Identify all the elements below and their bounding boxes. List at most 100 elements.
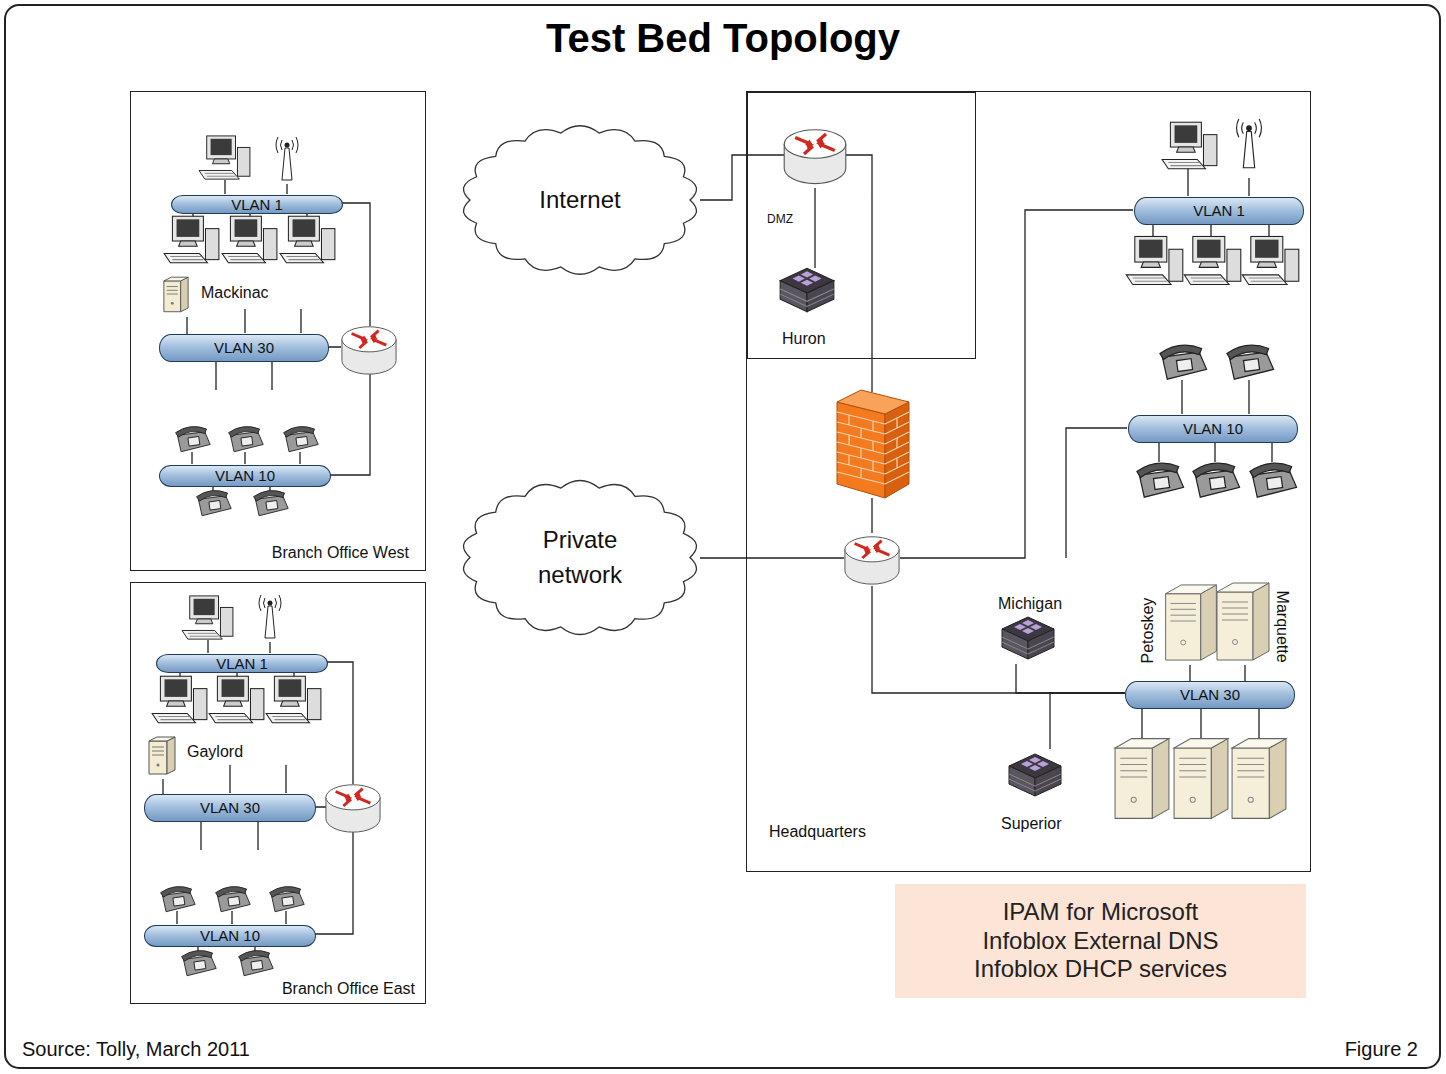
vlan-band: VLAN 10 <box>1128 415 1298 443</box>
phone-icon <box>239 951 274 976</box>
vlan-band-text: VLAN 1 <box>1193 202 1245 220</box>
network-link <box>1016 664 1125 693</box>
site-box: Huron DMZ VLAN 1 VLAN 10 Michigan Petoskey Mar… <box>746 91 1311 872</box>
appliance-icon <box>1009 754 1061 796</box>
phone-icon <box>161 887 196 912</box>
server-label-text: Gaylord <box>187 742 243 761</box>
router-icon <box>845 537 899 584</box>
server-icon <box>149 277 1286 818</box>
info-box-text: Infoblox DHCP services <box>974 955 1227 984</box>
phone-icon <box>1250 463 1297 497</box>
info-box-text: Infoblox External DNS <box>982 927 1218 956</box>
vlan-band: VLAN 1 <box>171 195 343 214</box>
dmz-zone: Huron DMZ <box>747 92 976 359</box>
pc-icon <box>222 216 277 263</box>
network-cloud: Private network <box>458 475 702 640</box>
vlan-band-text: VLAN 1 <box>216 655 268 673</box>
network-wire <box>177 155 1272 952</box>
pc-icon <box>1126 236 1183 284</box>
appliance-icon <box>780 268 834 311</box>
pc-icon <box>152 676 207 723</box>
router-icon <box>342 327 396 374</box>
server-icon <box>1166 585 1217 660</box>
phone-icon <box>1193 463 1240 497</box>
server-label: Marquette <box>1223 581 1299 665</box>
office-box-text: Branch Office West <box>272 543 409 562</box>
site-box-text: Headquarters <box>769 822 866 841</box>
vlan-band-text: VLAN 10 <box>215 467 275 485</box>
vlan-band-text: VLAN 10 <box>200 927 260 945</box>
server-label: Mackinac <box>161 273 286 317</box>
phone-icon <box>182 951 217 976</box>
appliance-label-text: Michigan <box>998 594 1062 613</box>
info-box: IPAM for MicrosoftInfoblox External DNSI… <box>895 884 1306 998</box>
firewall-icon <box>837 390 909 498</box>
server-icon <box>1115 739 1169 819</box>
appliance-label-text: Huron <box>782 329 826 348</box>
phone-icon <box>176 427 211 452</box>
vlan-band: VLAN 30 <box>159 334 329 362</box>
phone-icon <box>254 491 289 516</box>
appliance-icon <box>780 268 1061 796</box>
figure-frame <box>5 5 1440 1068</box>
office-box: VLAN 1 MackinacVLAN 30 VLAN 10 Branch Offic… <box>130 91 426 571</box>
office-box: VLAN 1 GaylordVLAN 30 VLAN 10 Branch Office… <box>130 582 426 1004</box>
phone-icon <box>1137 463 1184 497</box>
phone-icon <box>216 887 251 912</box>
network-cloud-text: Private network <box>520 523 640 593</box>
figure-title: Test Bed Topology <box>0 14 1446 62</box>
vlan-band: VLAN 1 <box>156 654 328 673</box>
antenna-icon <box>259 595 281 638</box>
figure-note: Source: Tolly, March 2011 <box>22 1037 250 1061</box>
network-link <box>1050 693 1125 749</box>
antenna-icon <box>259 119 1261 638</box>
vlan-band-text: VLAN 1 <box>231 196 283 214</box>
server-label-text: Marquette <box>1272 591 1291 663</box>
cloud-outline <box>458 475 702 640</box>
pc-icon <box>209 676 264 723</box>
vlan-band-text: VLAN 30 <box>1180 686 1240 704</box>
phone-icon <box>161 345 1297 976</box>
vlan-band: VLAN 10 <box>144 925 316 947</box>
info-box-text: IPAM for Microsoft <box>1003 898 1199 927</box>
pc-icon <box>1162 122 1217 169</box>
router-icon <box>784 130 846 184</box>
server-icon <box>149 737 175 774</box>
phone-icon <box>197 491 232 516</box>
vlan-band: VLAN 30 <box>1125 681 1295 709</box>
vlan-band-text: VLAN 30 <box>200 799 260 817</box>
network-link <box>162 779 163 794</box>
phone-icon <box>270 887 305 912</box>
server-icon <box>1232 739 1286 819</box>
network-link <box>1189 665 1190 681</box>
appliance-icon <box>1002 617 1054 659</box>
phone-icon <box>1227 345 1274 379</box>
vlan-band: VLAN 10 <box>159 465 331 487</box>
appliance-label-text: Superior <box>1001 814 1061 833</box>
antenna-icon <box>276 137 298 180</box>
antenna-icon <box>1237 119 1262 168</box>
cloud-outline <box>464 126 697 275</box>
pc-icon <box>182 596 233 639</box>
server-label: Petoskey <box>1137 581 1221 665</box>
appliance-label: Superior <box>996 749 1076 833</box>
network-cloud: Internet <box>458 120 702 280</box>
server-icon <box>1174 739 1228 819</box>
appliance-label: Huron <box>770 264 846 352</box>
phone-icon <box>1160 345 1207 379</box>
appliance-label: Michigan <box>991 594 1075 664</box>
vlan-band-text: VLAN 30 <box>214 339 274 357</box>
network-cloud-text: Internet <box>539 186 620 215</box>
server-label-text: Mackinac <box>201 283 269 302</box>
server-icon <box>164 277 188 312</box>
pc-icon <box>164 216 219 263</box>
figure-note: Figure 2 <box>1345 1037 1418 1061</box>
vlan-band: VLAN 1 <box>1134 197 1304 225</box>
server-label: Gaylord <box>146 734 256 779</box>
pc-icon <box>1242 236 1299 284</box>
network-link <box>186 317 187 334</box>
dmz-zone-text: DMZ <box>767 212 793 226</box>
router-icon <box>326 785 380 832</box>
office-box-text: Branch Office East <box>282 979 415 998</box>
